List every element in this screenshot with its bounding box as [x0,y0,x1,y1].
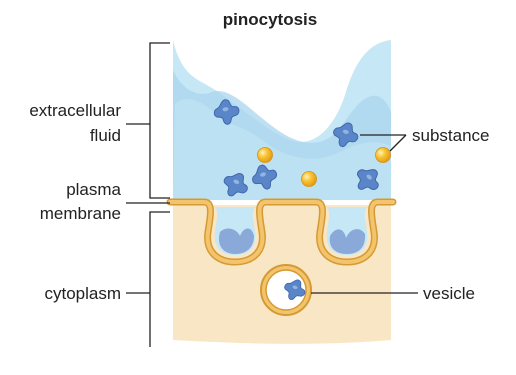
vesicle [261,265,311,315]
extracellular-bracket [150,43,170,198]
label-extracellular-line2: fluid [90,126,121,145]
orange-sphere-icon [302,172,317,187]
label-extracellular-line1: extracellular [29,101,121,120]
label-vesicle: vesicle [423,284,475,303]
label-plasma-line1: plasma [66,180,121,199]
label-substance: substance [412,126,490,145]
orange-sphere-icon [376,148,391,163]
label-plasma-line2: membrane [40,204,121,223]
cytoplasm-bracket [150,212,170,347]
diagram-title: pinocytosis [223,10,317,29]
orange-sphere-icon [258,148,273,163]
label-cytoplasm: cytoplasm [44,284,121,303]
